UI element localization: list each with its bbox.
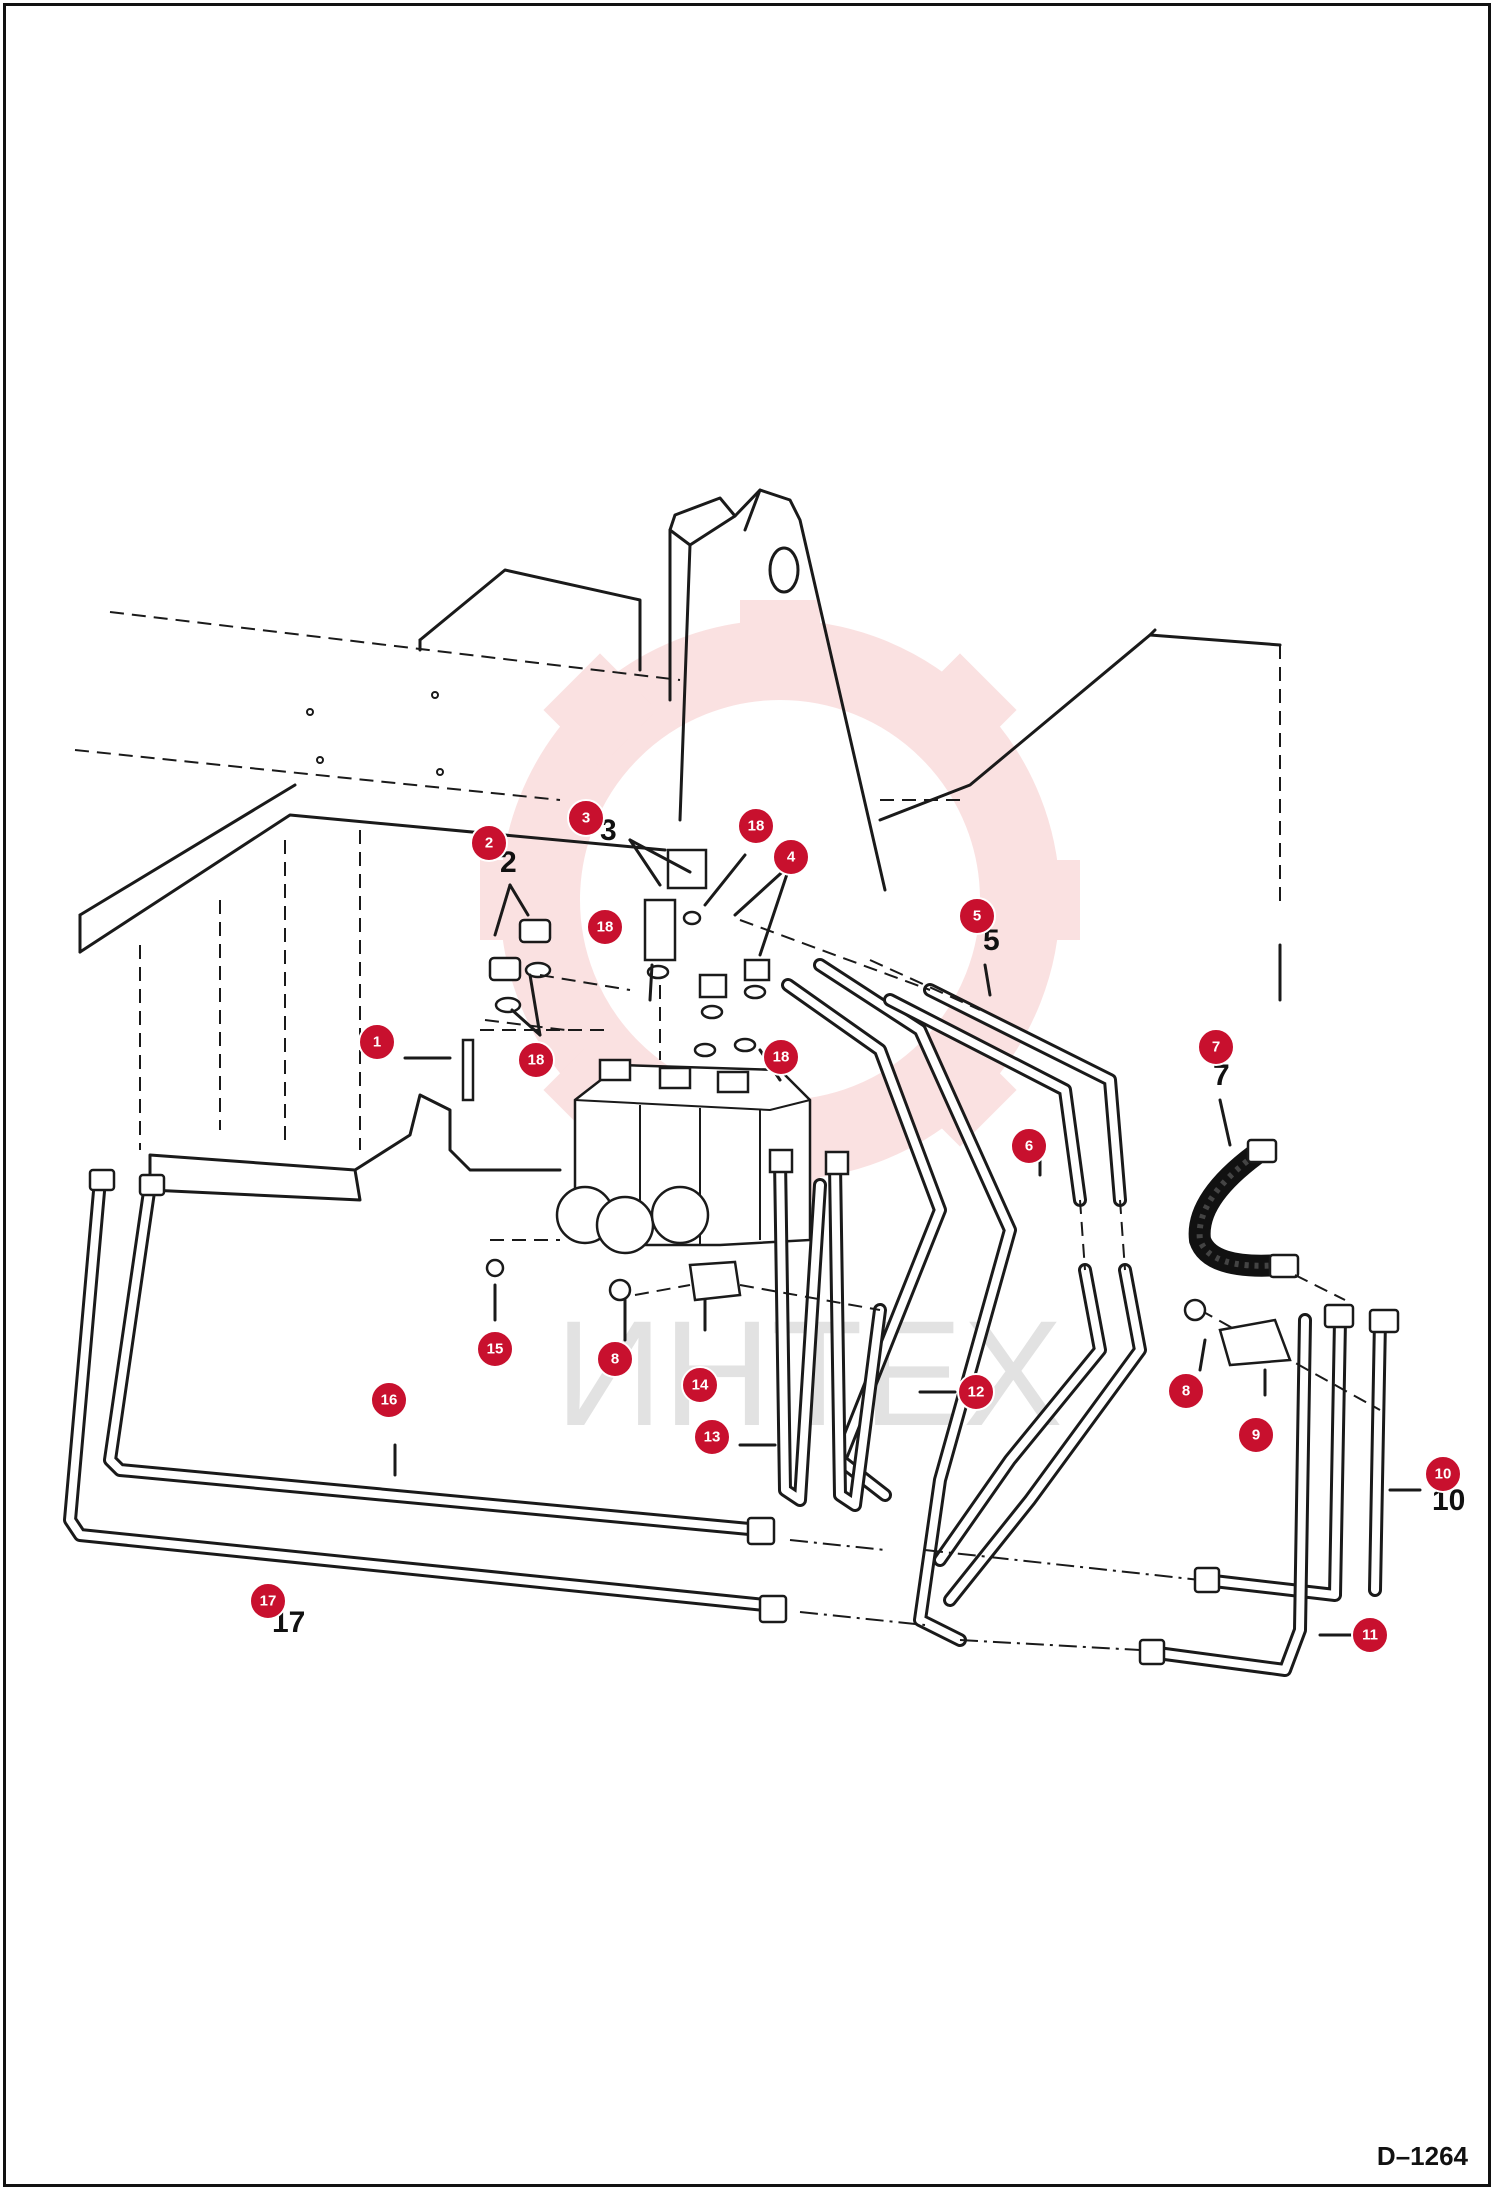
svg-text:16: 16: [381, 1392, 398, 1409]
callout-7[interactable]: 7: [1197, 1028, 1235, 1066]
callout-13[interactable]: 13: [693, 1418, 731, 1456]
u-tubes: [768, 1148, 887, 1512]
svg-text:8: 8: [1182, 1383, 1190, 1400]
svg-text:17: 17: [260, 1593, 277, 1610]
callout-12[interactable]: 12: [957, 1373, 995, 1411]
drawing-frame: [3, 3, 1491, 2187]
hydraulic-lines-upper: [739, 919, 1147, 1647]
svg-text:15: 15: [487, 1341, 504, 1358]
svg-text:18: 18: [773, 1049, 790, 1066]
callout-1[interactable]: 1: [358, 1023, 396, 1061]
svg-text:14: 14: [692, 1377, 709, 1394]
svg-text:10: 10: [1435, 1466, 1452, 1483]
callout-18-lower-right[interactable]: 18: [762, 1038, 800, 1076]
callout-11[interactable]: 11: [1351, 1616, 1389, 1654]
callout-2[interactable]: 2: [470, 824, 508, 862]
machine-frame-outline: [74, 488, 1282, 1202]
control-valve-assembly: [480, 1029, 812, 1255]
hydraulic-lines-right: [485, 1138, 1400, 1677]
callout-18-left[interactable]: 18: [586, 908, 624, 946]
svg-text:11: 11: [1362, 1627, 1378, 1644]
printed-part-numbers: 2 3 5 7 10 17: [272, 814, 1465, 1639]
printed-number-5: 5: [983, 924, 1000, 957]
svg-text:3: 3: [582, 810, 590, 827]
drawing-reference: D–1264: [1376, 2141, 1468, 2171]
callout-4[interactable]: 4: [772, 838, 810, 876]
callout-6[interactable]: 6: [1010, 1127, 1048, 1165]
svg-text:7: 7: [1212, 1039, 1220, 1056]
callout-14[interactable]: 14: [681, 1366, 719, 1404]
svg-text:1: 1: [373, 1034, 381, 1051]
callout-3[interactable]: 3: [567, 799, 605, 837]
callout-10[interactable]: 10: [1424, 1455, 1462, 1493]
callout-18-top[interactable]: 18: [737, 807, 775, 845]
svg-text:5: 5: [973, 908, 981, 925]
svg-text:18: 18: [748, 818, 765, 835]
svg-text:2: 2: [485, 835, 493, 852]
callout-18-lower-left[interactable]: 18: [517, 1041, 555, 1079]
callout-16[interactable]: 16: [370, 1381, 408, 1419]
callout-9[interactable]: 9: [1237, 1416, 1275, 1454]
callout-5[interactable]: 5: [958, 897, 996, 935]
svg-text:4: 4: [787, 849, 796, 866]
svg-text:13: 13: [704, 1429, 721, 1446]
svg-text:9: 9: [1252, 1427, 1260, 1444]
svg-text:8: 8: [611, 1351, 619, 1368]
hydraulic-lines-lower: [63, 1168, 1201, 1651]
printed-number-7: 7: [1213, 1059, 1230, 1092]
callout-markers: 1 2 3 18 4 18 5 18 18 6 7 8 8 9 10 11 12…: [249, 799, 1462, 1654]
svg-text:18: 18: [528, 1052, 545, 1069]
callout-8-right[interactable]: 8: [1167, 1372, 1205, 1410]
callout-8-center[interactable]: 8: [596, 1340, 634, 1378]
svg-text:18: 18: [597, 919, 614, 936]
callout-17[interactable]: 17: [249, 1582, 287, 1620]
svg-text:12: 12: [968, 1384, 985, 1401]
callout-15[interactable]: 15: [476, 1330, 514, 1368]
fittings: [461, 848, 771, 1102]
svg-text:6: 6: [1025, 1138, 1033, 1155]
